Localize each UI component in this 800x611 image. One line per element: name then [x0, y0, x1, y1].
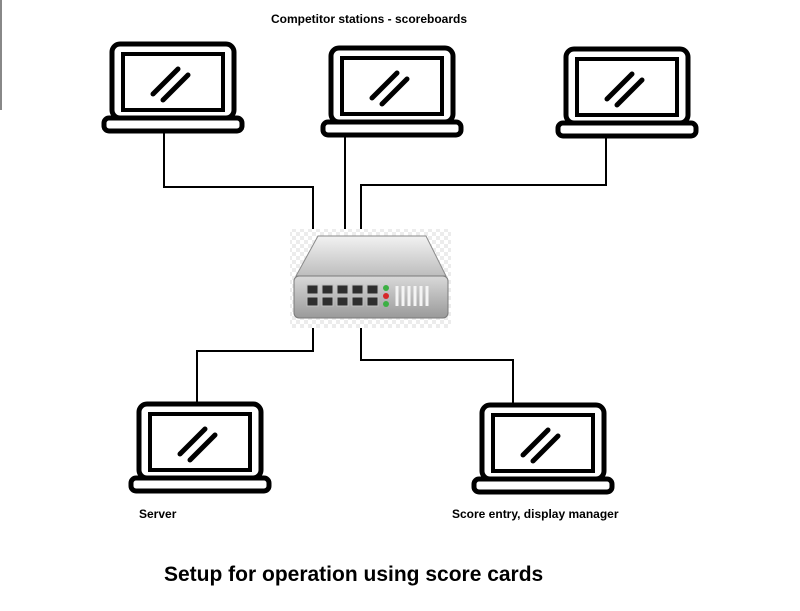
- server-label: Server: [139, 507, 177, 521]
- laptop-icon: [104, 44, 242, 131]
- link-score-entry: [360, 302, 514, 403]
- left-edge-mark: [0, 0, 2, 110]
- network-switch-icon: [290, 229, 451, 328]
- score-entry-label: Score entry, display manager: [452, 507, 619, 521]
- laptop-icon: [323, 48, 461, 135]
- laptop-icon: [131, 404, 269, 491]
- stations-label: Competitor stations - scoreboards: [271, 12, 468, 26]
- diagram-title: Setup for operation using score cards: [164, 563, 544, 586]
- laptop-icon: [558, 49, 696, 136]
- laptop-icon: [474, 405, 612, 492]
